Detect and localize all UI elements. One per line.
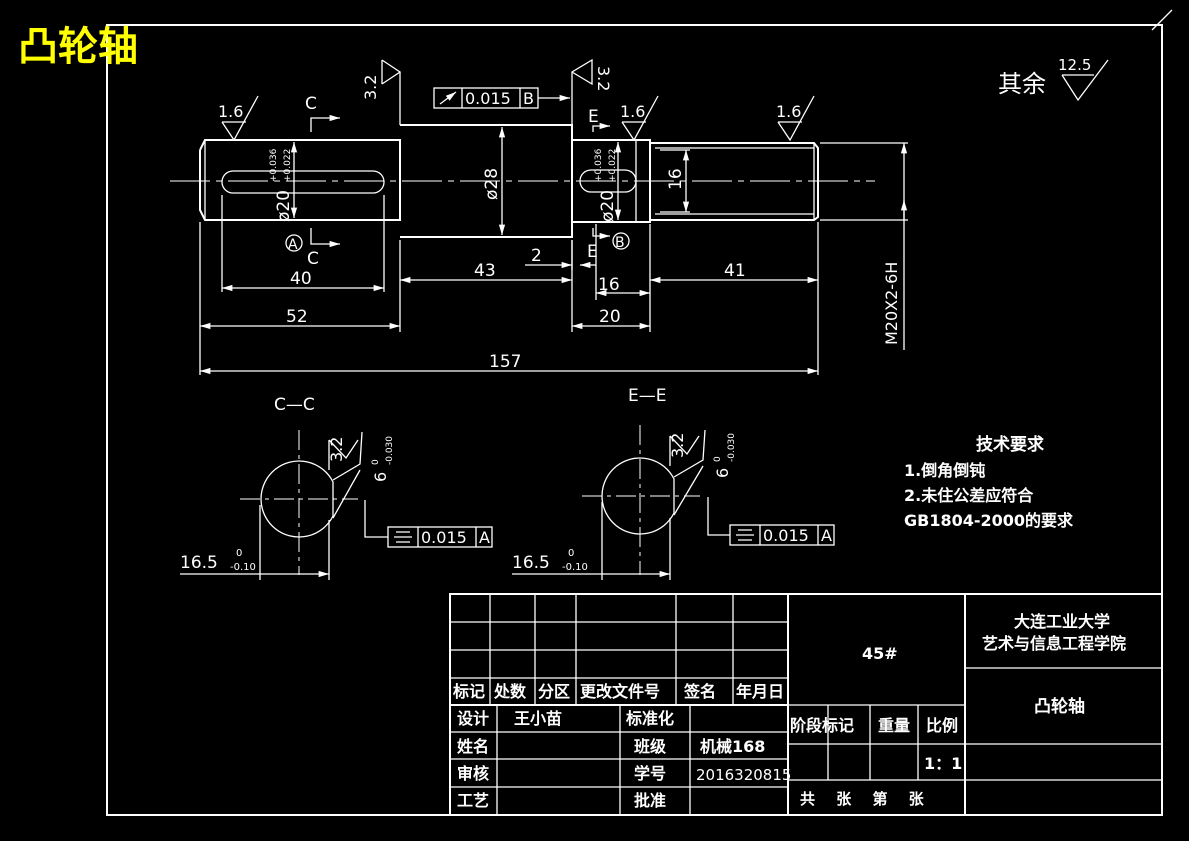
- remaining-label: 其余: [998, 70, 1046, 98]
- section-c-top: C: [305, 94, 317, 114]
- remaining-value: 12.5: [1058, 56, 1091, 74]
- tb-approve-label: 批准: [634, 791, 666, 810]
- ee-keywidth: 6: [713, 468, 732, 478]
- tol-left-lo: +0.022: [283, 149, 293, 182]
- cc-depth: 16.5: [180, 553, 218, 573]
- section-c-bottom: C: [307, 249, 319, 269]
- main-dimensions: 40 43 2 16 41 52 20 157 ø28 ø20 +0.036 +…: [199, 127, 908, 375]
- dim-40: 40: [290, 269, 312, 289]
- tb-material: 45#: [862, 644, 898, 663]
- section-e-top: E: [588, 107, 599, 127]
- tb-stage-label: 阶段标记: [790, 716, 854, 735]
- tb-university: 大连工业大学: [1014, 612, 1110, 631]
- title-block: 标记 处数 分区 更改文件号 签名 年月日 设计 王小苗 标准化 姓名 班级 机…: [449, 593, 1163, 816]
- tb-weight-label: 重量: [878, 716, 910, 735]
- runout-value: 0.015: [465, 89, 511, 108]
- tb-h-mark: 标记: [452, 682, 485, 701]
- corner-mark: [1151, 9, 1173, 31]
- tb-design-label: 设计: [457, 709, 489, 728]
- section-markers: C C E E A B: [285, 94, 630, 269]
- ee-roughness: 3.2: [668, 433, 687, 458]
- tb-sheet-text: 共 张 第 张: [800, 790, 932, 808]
- tech-heading: 技术要求: [976, 434, 1044, 455]
- roughness-3-2-right: 3.2: [594, 66, 613, 91]
- dim-thread: M20X2-6H: [882, 262, 901, 345]
- dim-157: 157: [489, 352, 521, 372]
- dim-16: 16: [598, 275, 620, 295]
- cc-depth-tol-lo: -0.10: [230, 562, 256, 573]
- ee-sym-value: 0.015: [763, 526, 809, 545]
- tb-college: 艺术与信息工程学院: [982, 634, 1126, 653]
- tb-scale-label: 比例: [926, 716, 958, 735]
- section-e-e: E—E 3.2 6 0 -0.030 0.015 A 16.5 0 -0.10: [512, 386, 835, 580]
- tol-right-up: +0.036: [594, 148, 604, 182]
- datum-b: B: [615, 235, 625, 251]
- dim-52: 52: [286, 307, 308, 327]
- tb-standard-label: 标准化: [625, 709, 674, 728]
- roughness-1-6-left: 1.6: [218, 102, 243, 121]
- shaft-main-view: [170, 124, 875, 238]
- runout-tolerance-frame: 0.015 B: [433, 87, 570, 109]
- roughness-1-6-right: 1.6: [776, 102, 801, 121]
- ee-kw-tol-lo: -0.030: [727, 433, 737, 462]
- ee-depth-tol-up: 0: [568, 548, 574, 559]
- tb-h-count: 处数: [493, 682, 527, 701]
- drawing-title: 凸轮轴: [18, 24, 138, 70]
- cc-roughness: 3.2: [327, 437, 346, 462]
- section-cc-label: C—C: [274, 395, 315, 415]
- technical-requirements: 技术要求 1.倒角倒钝 2.未住公差应符合 GB1804-2000的要求: [904, 434, 1074, 530]
- cc-sym-value: 0.015: [421, 528, 467, 547]
- tb-name-label: 姓名: [457, 737, 489, 756]
- dim-16-vertical: 16: [666, 168, 686, 190]
- tb-process-label: 工艺: [457, 791, 489, 810]
- roughness-symbols: 1.6 1.6 1.6 3.2 3.2: [218, 58, 815, 142]
- section-c-c: C—C 3.2 6 0 -0.030 0.015 A 16.5 0 -0.10: [180, 395, 493, 580]
- section-e-bottom: E: [587, 242, 598, 262]
- cc-sym-datum: A: [479, 528, 490, 547]
- cc-kw-tol-up: 0: [371, 459, 381, 465]
- ee-depth: 16.5: [512, 553, 550, 573]
- tb-review-label: 审核: [457, 764, 489, 783]
- tech-item-1: 1.倒角倒钝: [904, 461, 985, 480]
- cc-kw-tol-lo: -0.030: [385, 436, 395, 465]
- tb-scale-value: 1：1: [924, 754, 962, 773]
- tb-designer: 王小苗: [514, 709, 562, 728]
- tb-class-label: 班级: [634, 737, 667, 756]
- tb-h-zone: 分区: [538, 682, 570, 701]
- dim-phi20-left: ø20: [274, 190, 294, 222]
- tb-h-date: 年月日: [736, 682, 784, 701]
- datum-a: A: [288, 237, 298, 253]
- cc-keywidth: 6: [371, 472, 390, 482]
- ee-depth-tol-lo: -0.10: [562, 562, 588, 573]
- ee-kw-tol-up: 0: [713, 456, 723, 462]
- dim-2: 2: [531, 246, 542, 266]
- tech-item-3: GB1804-2000的要求: [904, 511, 1074, 530]
- roughness-3-2-left: 3.2: [361, 75, 380, 100]
- dim-20: 20: [599, 307, 621, 327]
- roughness-1-6-mid: 1.6: [620, 102, 645, 121]
- tol-right-lo: +0.022: [608, 149, 618, 182]
- tb-part-name: 凸轮轴: [1034, 696, 1085, 717]
- dim-phi28: ø28: [482, 168, 502, 200]
- tb-class-value: 机械168: [700, 737, 765, 756]
- section-ee-label: E—E: [628, 386, 666, 406]
- tb-id-label: 学号: [634, 764, 666, 783]
- runout-datum: B: [523, 89, 534, 108]
- remaining-roughness: 其余 12.5: [998, 56, 1109, 102]
- tb-id-value: 2016320815: [696, 766, 791, 784]
- tb-h-sign: 签名: [683, 682, 716, 701]
- dim-41: 41: [724, 261, 746, 281]
- cc-depth-tol-up: 0: [236, 548, 242, 559]
- tech-item-2: 2.未住公差应符合: [904, 486, 1034, 505]
- ee-sym-datum: A: [821, 526, 832, 545]
- dim-43: 43: [474, 261, 496, 281]
- dim-phi20-right: ø20: [598, 190, 618, 222]
- tol-left-up: +0.036: [269, 148, 279, 182]
- tb-h-doc: 更改文件号: [580, 682, 660, 701]
